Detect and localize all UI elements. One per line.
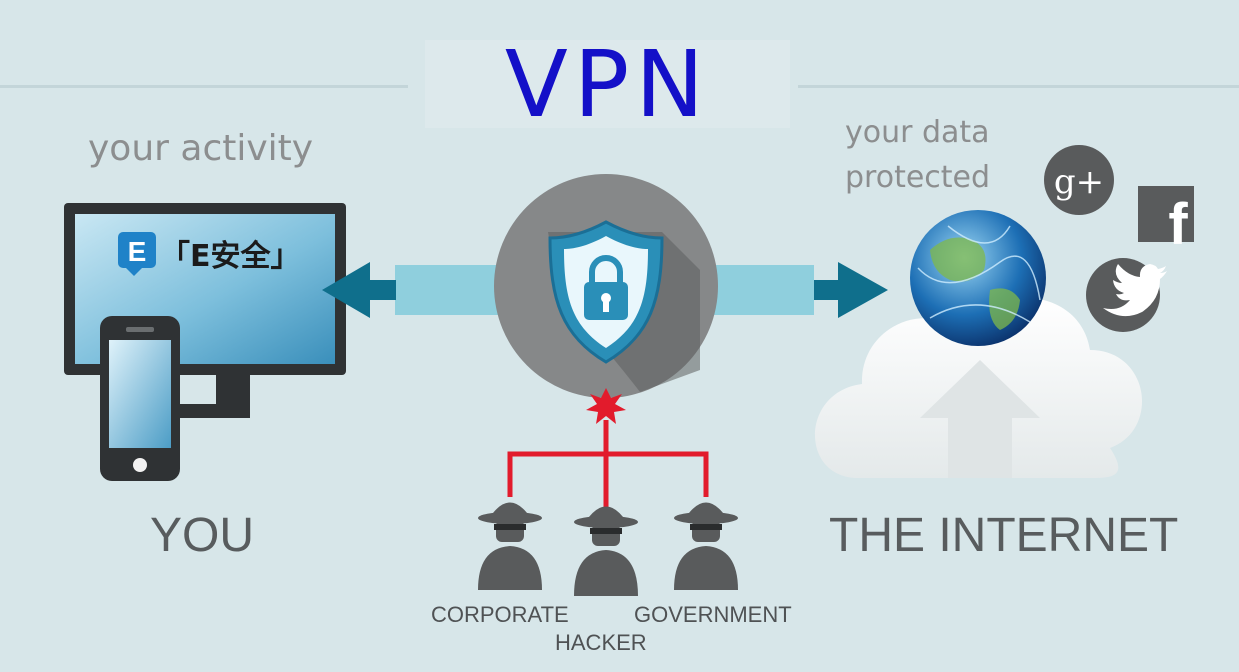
corporate-label: CORPORATE: [431, 602, 569, 627]
internet-label: THE INTERNET: [829, 509, 1179, 562]
brand-letter: E: [128, 236, 147, 267]
brand-logo: E 「E安全」: [118, 232, 301, 276]
facebook-icon: f: [1138, 186, 1194, 257]
vpn-shield-icon: [494, 174, 718, 398]
title-box: [425, 40, 790, 128]
government-label: GOVERNMENT: [634, 602, 792, 627]
svg-text:f: f: [1168, 192, 1188, 257]
left-arrow-icon: [322, 262, 505, 318]
government-spy-icon: [674, 502, 738, 590]
your-data-caption: your data: [845, 115, 990, 150]
globe-icon: [910, 210, 1046, 346]
svg-text:g+: g+: [1054, 162, 1104, 202]
header-rule-left: [0, 85, 408, 88]
threat-connector: [507, 388, 709, 510]
google-plus-icon: g+: [1044, 145, 1114, 215]
brand-text: 「E安全」: [160, 239, 301, 274]
cloud-icon: [814, 297, 1143, 478]
you-label: YOU: [150, 509, 255, 562]
right-arrow-icon: [712, 262, 888, 318]
breach-spark-icon: [586, 388, 626, 424]
twitter-icon: [1086, 258, 1167, 332]
header-rule-right: [798, 85, 1239, 88]
phone-icon: [100, 316, 180, 481]
protected-caption: protected: [845, 160, 991, 195]
page-title: VPN: [504, 31, 711, 138]
hacker-label: HACKER: [555, 630, 647, 655]
your-activity-caption: your activity: [88, 128, 314, 169]
hacker-spy-icon: [574, 506, 638, 596]
corporate-spy-icon: [478, 502, 542, 590]
